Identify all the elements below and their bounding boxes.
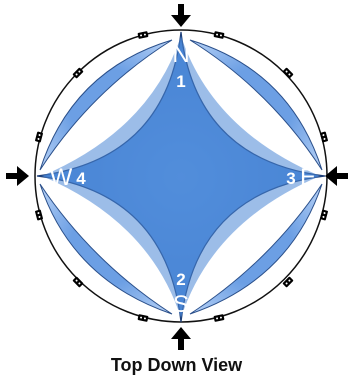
east-letter: E [300, 164, 316, 191]
arrow-up-icon [171, 327, 191, 350]
diagram-caption: Top Down View [0, 355, 353, 376]
east-number: 3 [286, 169, 295, 188]
south-letter: S [173, 291, 189, 318]
north-letter: N [172, 41, 189, 68]
north-number: 1 [176, 72, 185, 91]
west-number: 4 [76, 169, 86, 188]
arrow-right-icon [6, 166, 29, 186]
west-letter: W [50, 164, 73, 191]
arrow-down-icon [171, 4, 191, 27]
south-number: 2 [176, 270, 185, 289]
arrow-left-icon [325, 166, 348, 186]
